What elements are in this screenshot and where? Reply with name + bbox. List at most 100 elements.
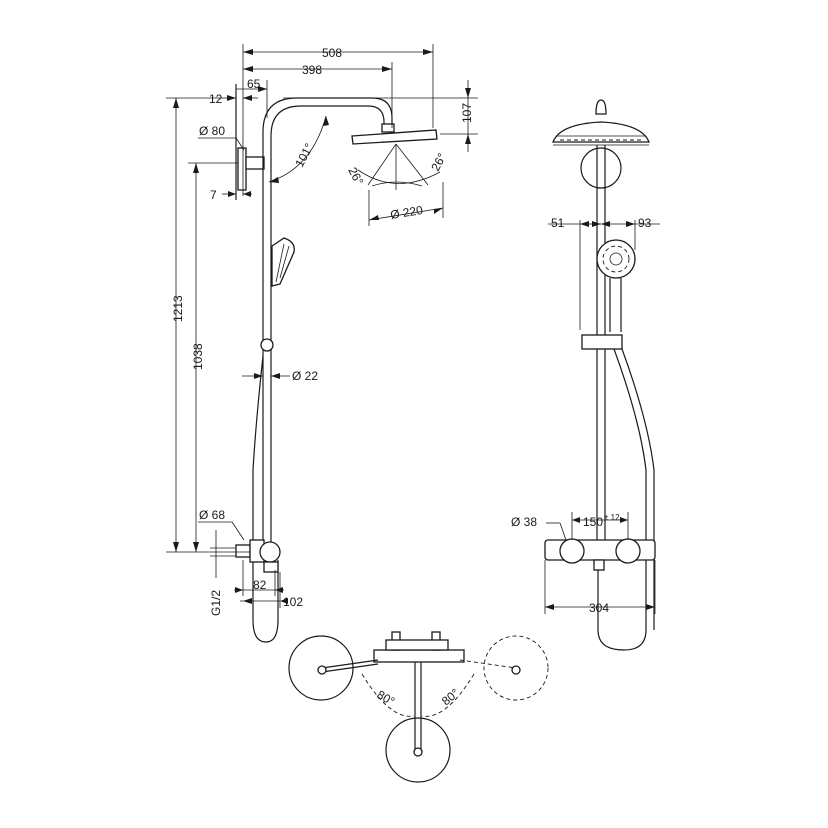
mount-circle [580, 147, 622, 189]
arrow [572, 517, 580, 523]
arrow [626, 221, 635, 227]
rotation-circle-right [483, 635, 549, 701]
top-thermostat [373, 649, 465, 663]
leader [235, 137, 245, 151]
arrow [601, 221, 610, 227]
dim-80: Ø 80 [199, 124, 225, 138]
arrow [271, 373, 280, 379]
dim-220: Ø 220 [389, 203, 424, 222]
top-view: 80° 80° [288, 631, 549, 783]
arrow [620, 517, 628, 523]
leader [231, 521, 245, 541]
arrow [280, 598, 288, 604]
angle-80-left: 80° [375, 687, 398, 708]
angle-26-left: 26° [345, 165, 366, 188]
arrow [254, 373, 263, 379]
arrow [243, 66, 253, 72]
top-wall-rail [385, 639, 449, 651]
arm-end-right [511, 665, 521, 675]
wall-bracket [237, 147, 247, 191]
rotation-arc-left [361, 673, 415, 717]
arm-right [459, 659, 517, 669]
shower-hose [252, 355, 279, 643]
dim-g12: G1/2 [209, 590, 223, 616]
arrow [243, 49, 253, 55]
tilt-line-left [367, 143, 397, 186]
arrow [323, 116, 329, 126]
arrow [173, 98, 179, 108]
arrow [269, 177, 279, 183]
dim-1038: 1038 [191, 343, 205, 370]
dim-304: 304 [589, 601, 609, 615]
arm-end-left [317, 665, 327, 675]
wall-nut-right [615, 538, 641, 564]
arrow [173, 542, 179, 552]
dim-150: 150 [583, 515, 603, 529]
dim-7: 7 [210, 188, 217, 202]
angle-26-right: 26° [428, 151, 449, 174]
tilt-line-right [395, 143, 429, 186]
dim-51: 51 [551, 216, 565, 230]
arrow [235, 587, 243, 593]
dim-102: 102 [283, 595, 303, 609]
outlet [263, 561, 279, 573]
arrow [592, 221, 601, 227]
wall-connector [235, 544, 251, 558]
arrow [258, 86, 267, 92]
dim-508: 508 [322, 46, 342, 60]
dim-22: Ø 22 [292, 369, 318, 383]
tilt-arc [357, 169, 441, 184]
slider-holder [581, 334, 623, 350]
arrow [423, 49, 433, 55]
outlet-front [593, 559, 605, 571]
arrow [545, 604, 554, 610]
dim-82: 82 [253, 578, 267, 592]
arm-end-bottom [413, 747, 423, 757]
thermostat-knob [259, 541, 281, 563]
hose-front [597, 348, 647, 651]
hand-shower [271, 237, 295, 287]
dim-1213: 1213 [171, 295, 185, 322]
dim-12: 12 [209, 92, 223, 106]
hand-shower-center [609, 252, 623, 266]
dim-38: Ø 38 [511, 515, 537, 529]
arrow [275, 587, 283, 593]
hand-shower-detail [279, 245, 290, 279]
hose-front-outer [621, 348, 655, 630]
arrow [227, 95, 236, 101]
riser-pipe-inner [270, 105, 385, 545]
arrow [465, 88, 471, 98]
dim-398: 398 [302, 63, 322, 77]
rotation-arc-right [421, 673, 475, 717]
d220-line [368, 207, 444, 221]
dim-150-tolerance: ± 12 [604, 513, 620, 522]
arrow [243, 95, 252, 101]
arrow [243, 598, 252, 604]
hand-shower-detail [275, 243, 285, 283]
riser-pipe-outer [262, 97, 393, 545]
arrow [193, 163, 199, 173]
front-view: 51 93 Ø 38 150 ± 12 304 [511, 99, 660, 651]
head-joint [381, 123, 395, 133]
slider-knob [260, 338, 274, 352]
arrow [228, 191, 236, 197]
angle-80-right: 80° [439, 686, 462, 709]
head-top-knob [595, 99, 607, 115]
arm-left [321, 663, 379, 673]
angle-101: 101° [292, 141, 316, 170]
arrow [382, 66, 392, 72]
side-view: Ø 220 508 398 65 12 [166, 44, 478, 643]
overhead-shower [351, 129, 438, 145]
arrow [465, 134, 471, 144]
dim-68: Ø 68 [199, 508, 225, 522]
arrow [434, 208, 443, 214]
dim-107: 107 [460, 103, 474, 123]
wall-nut-left [559, 538, 585, 564]
arrow [243, 191, 251, 197]
overhead-shower-front [552, 121, 650, 143]
dim-65: 65 [247, 77, 261, 91]
bracket-arm [245, 156, 265, 170]
arrow [369, 215, 379, 220]
hand-shower-nozzles [602, 245, 630, 273]
